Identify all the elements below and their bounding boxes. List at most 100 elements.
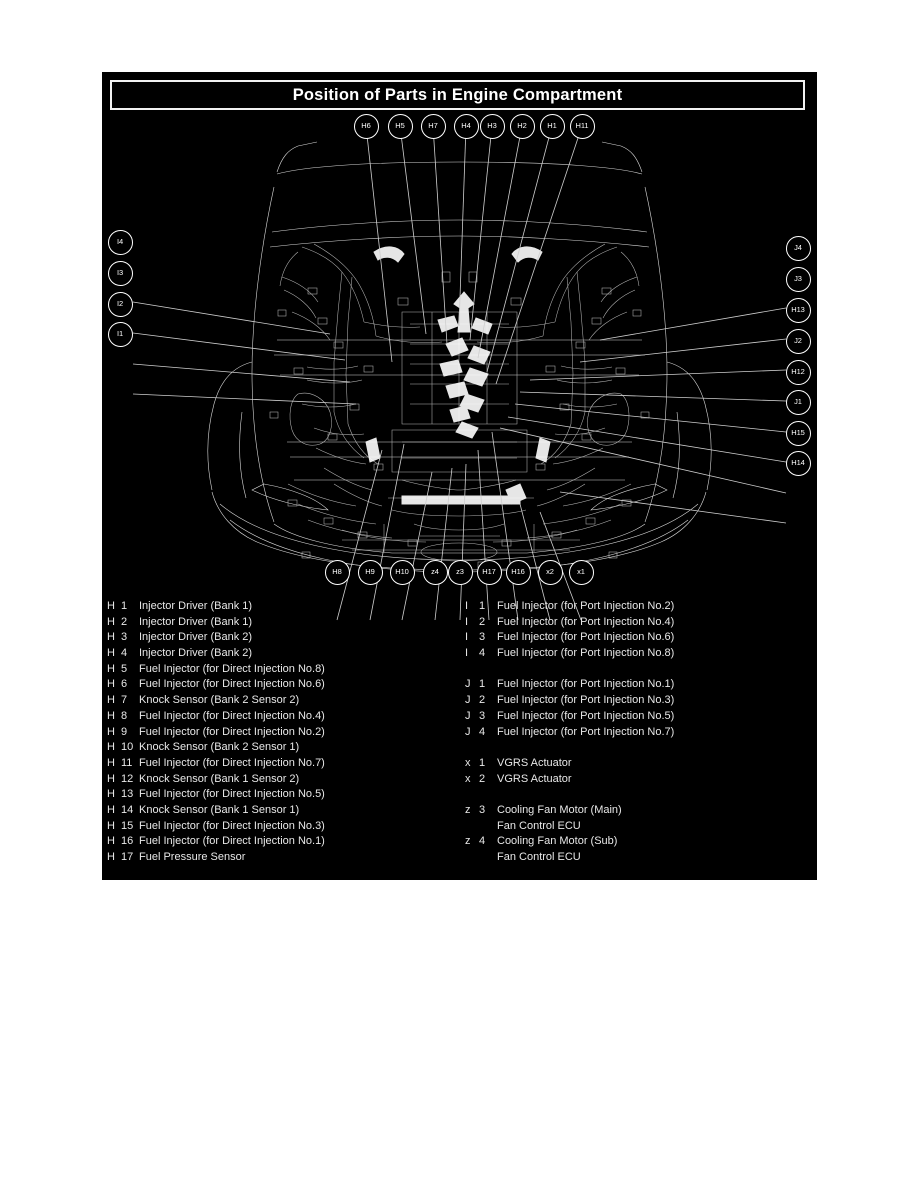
callout-i1[interactable]: I1 (107, 321, 133, 347)
legend-group-letter: z (465, 835, 471, 848)
legend-group-letter: H (107, 647, 115, 660)
callout-label: H14 (791, 458, 805, 468)
callout-h9[interactable]: H9 (357, 559, 383, 585)
callout-h11[interactable]: H11 (569, 113, 595, 139)
callout-label: H9 (365, 567, 375, 577)
callout-x1[interactable]: x1 (568, 559, 594, 585)
callout-h17[interactable]: H17 (476, 559, 502, 585)
legend-description: Injector Driver (Bank 1) (139, 615, 253, 628)
callout-label: J3 (794, 274, 802, 284)
legend-group-letter: H (107, 600, 115, 612)
legend-description: Fuel Injector (for Direct Injection No.1… (139, 835, 325, 848)
legend-number: 4 (121, 647, 128, 660)
diagram-title-frame: Position of Parts in Engine Compartment (110, 80, 805, 110)
callout-h12[interactable]: H12 (785, 359, 811, 385)
legend-description: Fuel Injector (for Port Injection No.4) (497, 615, 675, 628)
callout-h2[interactable]: H2 (509, 113, 535, 139)
callout-j2[interactable]: J2 (785, 328, 811, 354)
legend-spacer (465, 741, 815, 757)
callout-h4[interactable]: H4 (453, 113, 479, 139)
diagram-panel: Position of Parts in Engine Compartment (102, 72, 817, 880)
callout-h6[interactable]: H6 (353, 113, 379, 139)
callout-i4[interactable]: I4 (107, 229, 133, 255)
callout-h5[interactable]: H5 (387, 113, 413, 139)
legend-description: Fuel Pressure Sensor (139, 851, 246, 863)
legend-number: 16 (121, 835, 134, 848)
legend-number: 2 (121, 615, 128, 628)
legend-group-letter: H (107, 694, 115, 707)
callout-h8[interactable]: H8 (324, 559, 350, 585)
callout-label: x2 (546, 567, 554, 577)
legend-description: Knock Sensor (Bank 2 Sensor 2) (139, 694, 300, 707)
legend-number: 3 (479, 709, 486, 722)
legend-description: Fuel Injector (for Port Injection No.8) (497, 647, 675, 660)
legend-number: 2 (479, 694, 486, 707)
callout-h10[interactable]: H10 (389, 559, 415, 585)
legend-number: 3 (121, 631, 128, 644)
legend-number: 14 (121, 803, 134, 816)
callout-label: I4 (116, 237, 124, 247)
legend-number: 3 (479, 631, 486, 644)
callout-h14[interactable]: H14 (785, 450, 811, 476)
callout-label: H1 (547, 121, 557, 131)
callout-j1[interactable]: J1 (785, 389, 811, 415)
legend-description: Fan Control ECU (497, 819, 581, 832)
callout-h3[interactable]: H3 (479, 113, 505, 139)
callout-h15[interactable]: H15 (785, 420, 811, 446)
callout-z3[interactable]: z3 (447, 559, 473, 585)
legend-group-letter: H (107, 631, 115, 644)
callout-label: H11 (575, 121, 589, 131)
callout-h7[interactable]: H7 (420, 113, 446, 139)
callout-x2[interactable]: x2 (537, 559, 563, 585)
legend-description: Injector Driver (Bank 2) (139, 631, 253, 644)
legend-number: 2 (479, 615, 486, 628)
callout-h16[interactable]: H16 (505, 559, 531, 585)
callout-label: x1 (577, 567, 585, 577)
legend-description: Fuel Injector (for Port Injection No.7) (497, 725, 675, 738)
legend-spacer (465, 663, 815, 679)
legend-group-letter: H (107, 615, 115, 628)
callout-j3[interactable]: J3 (785, 266, 811, 292)
legend-number: 1 (479, 678, 486, 691)
legend-group-letter: x (465, 756, 471, 769)
callout-h1[interactable]: H1 (539, 113, 565, 139)
legend-group-letter: H (107, 662, 115, 675)
legend-number: 10 (121, 741, 134, 754)
legend-number: 1 (121, 600, 128, 612)
legend-number: 1 (479, 600, 486, 612)
callout-z4[interactable]: z4 (422, 559, 448, 585)
callout-h13[interactable]: H13 (785, 297, 811, 323)
callout-i3[interactable]: I3 (107, 260, 133, 286)
callout-i2[interactable]: I2 (107, 291, 133, 317)
callout-label: H12 (791, 367, 805, 377)
legend-group-letter: H (107, 819, 115, 832)
legend-description: Fuel Injector (for Direct Injection No.6… (139, 678, 325, 691)
legend-description: Fuel Injector (for Port Injection No.2) (497, 600, 675, 612)
callout-j4[interactable]: J4 (785, 235, 811, 261)
legend-group-letter: I (465, 631, 469, 644)
legend-description: Fuel Injector (for Direct Injection No.5… (139, 788, 325, 801)
